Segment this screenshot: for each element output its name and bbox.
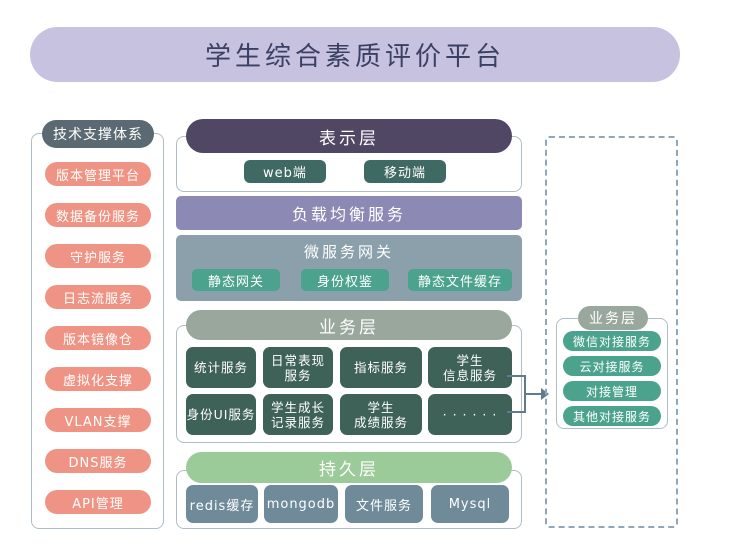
business-card-7[interactable]: 学生 成绩服务 bbox=[340, 394, 422, 435]
persistence-card-4[interactable]: Mysql bbox=[431, 485, 509, 523]
business-card-1[interactable]: 统计服务 bbox=[186, 347, 256, 388]
persistence-card-3[interactable]: 文件服务 bbox=[345, 485, 423, 523]
external-item-4[interactable]: 其他对接服务 bbox=[563, 406, 661, 426]
gateway-item-1[interactable]: 静态网关 bbox=[192, 269, 280, 291]
gateway-item-3[interactable]: 静态文件缓存 bbox=[408, 269, 512, 291]
business-card-5[interactable]: 身份UI服务 bbox=[186, 394, 256, 435]
page-title-banner: 学生综合素质评价平台 bbox=[30, 27, 680, 82]
presentation-item-2[interactable]: 移动端 bbox=[364, 160, 446, 183]
business-card-6[interactable]: 学生成长 记录服务 bbox=[263, 394, 333, 435]
business-layer-header: 业务层 bbox=[186, 310, 512, 340]
presentation-item-1[interactable]: web端 bbox=[244, 160, 326, 183]
persistence-card-1[interactable]: redis缓存 bbox=[186, 485, 258, 523]
tech-support-item-7[interactable]: VLAN支撑 bbox=[45, 408, 151, 432]
persistence-card-2[interactable]: mongodb bbox=[264, 485, 338, 523]
persistence-layer-header: 持久层 bbox=[186, 452, 512, 483]
tech-support-item-5[interactable]: 版本镜像仓 bbox=[45, 326, 151, 350]
microservice-gateway-title: 微服务网关 bbox=[303, 243, 394, 261]
tech-support-item-9[interactable]: API管理 bbox=[45, 490, 151, 514]
tech-support-item-6[interactable]: 虚拟化支撑 bbox=[45, 367, 151, 391]
microservice-gateway-box: 微服务网关 静态网关身份权鉴静态文件缓存 bbox=[176, 235, 522, 301]
tech-support-item-8[interactable]: DNS服务 bbox=[45, 449, 151, 473]
presentation-layer-header: 表示层 bbox=[186, 119, 512, 153]
business-card-2[interactable]: 日常表现 服务 bbox=[263, 347, 333, 388]
business-card-8[interactable]: · · · · · · bbox=[428, 394, 512, 435]
external-business-header: 业务层 bbox=[578, 306, 648, 330]
page-title: 学生综合素质评价平台 bbox=[204, 42, 505, 72]
tech-support-header: 技术支撑体系 bbox=[42, 120, 154, 148]
business-card-4[interactable]: 学生 信息服务 bbox=[428, 347, 512, 388]
tech-support-item-2[interactable]: 数据备份服务 bbox=[45, 203, 151, 227]
business-card-3[interactable]: 指标服务 bbox=[340, 347, 422, 388]
tech-support-item-4[interactable]: 日志流服务 bbox=[45, 285, 151, 309]
tech-support-item-1[interactable]: 版本管理平台 bbox=[45, 162, 151, 186]
external-item-2[interactable]: 云对接服务 bbox=[563, 356, 661, 376]
gateway-item-2[interactable]: 身份权鉴 bbox=[301, 269, 389, 291]
external-item-1[interactable]: 微信对接服务 bbox=[563, 331, 661, 351]
external-item-3[interactable]: 对接管理 bbox=[563, 381, 661, 401]
load-balancer-label: 负载均衡服务 bbox=[291, 205, 406, 224]
external-services-dashed-panel bbox=[545, 136, 678, 528]
load-balancer-bar: 负载均衡服务 bbox=[176, 196, 522, 230]
tech-support-item-3[interactable]: 守护服务 bbox=[45, 244, 151, 268]
